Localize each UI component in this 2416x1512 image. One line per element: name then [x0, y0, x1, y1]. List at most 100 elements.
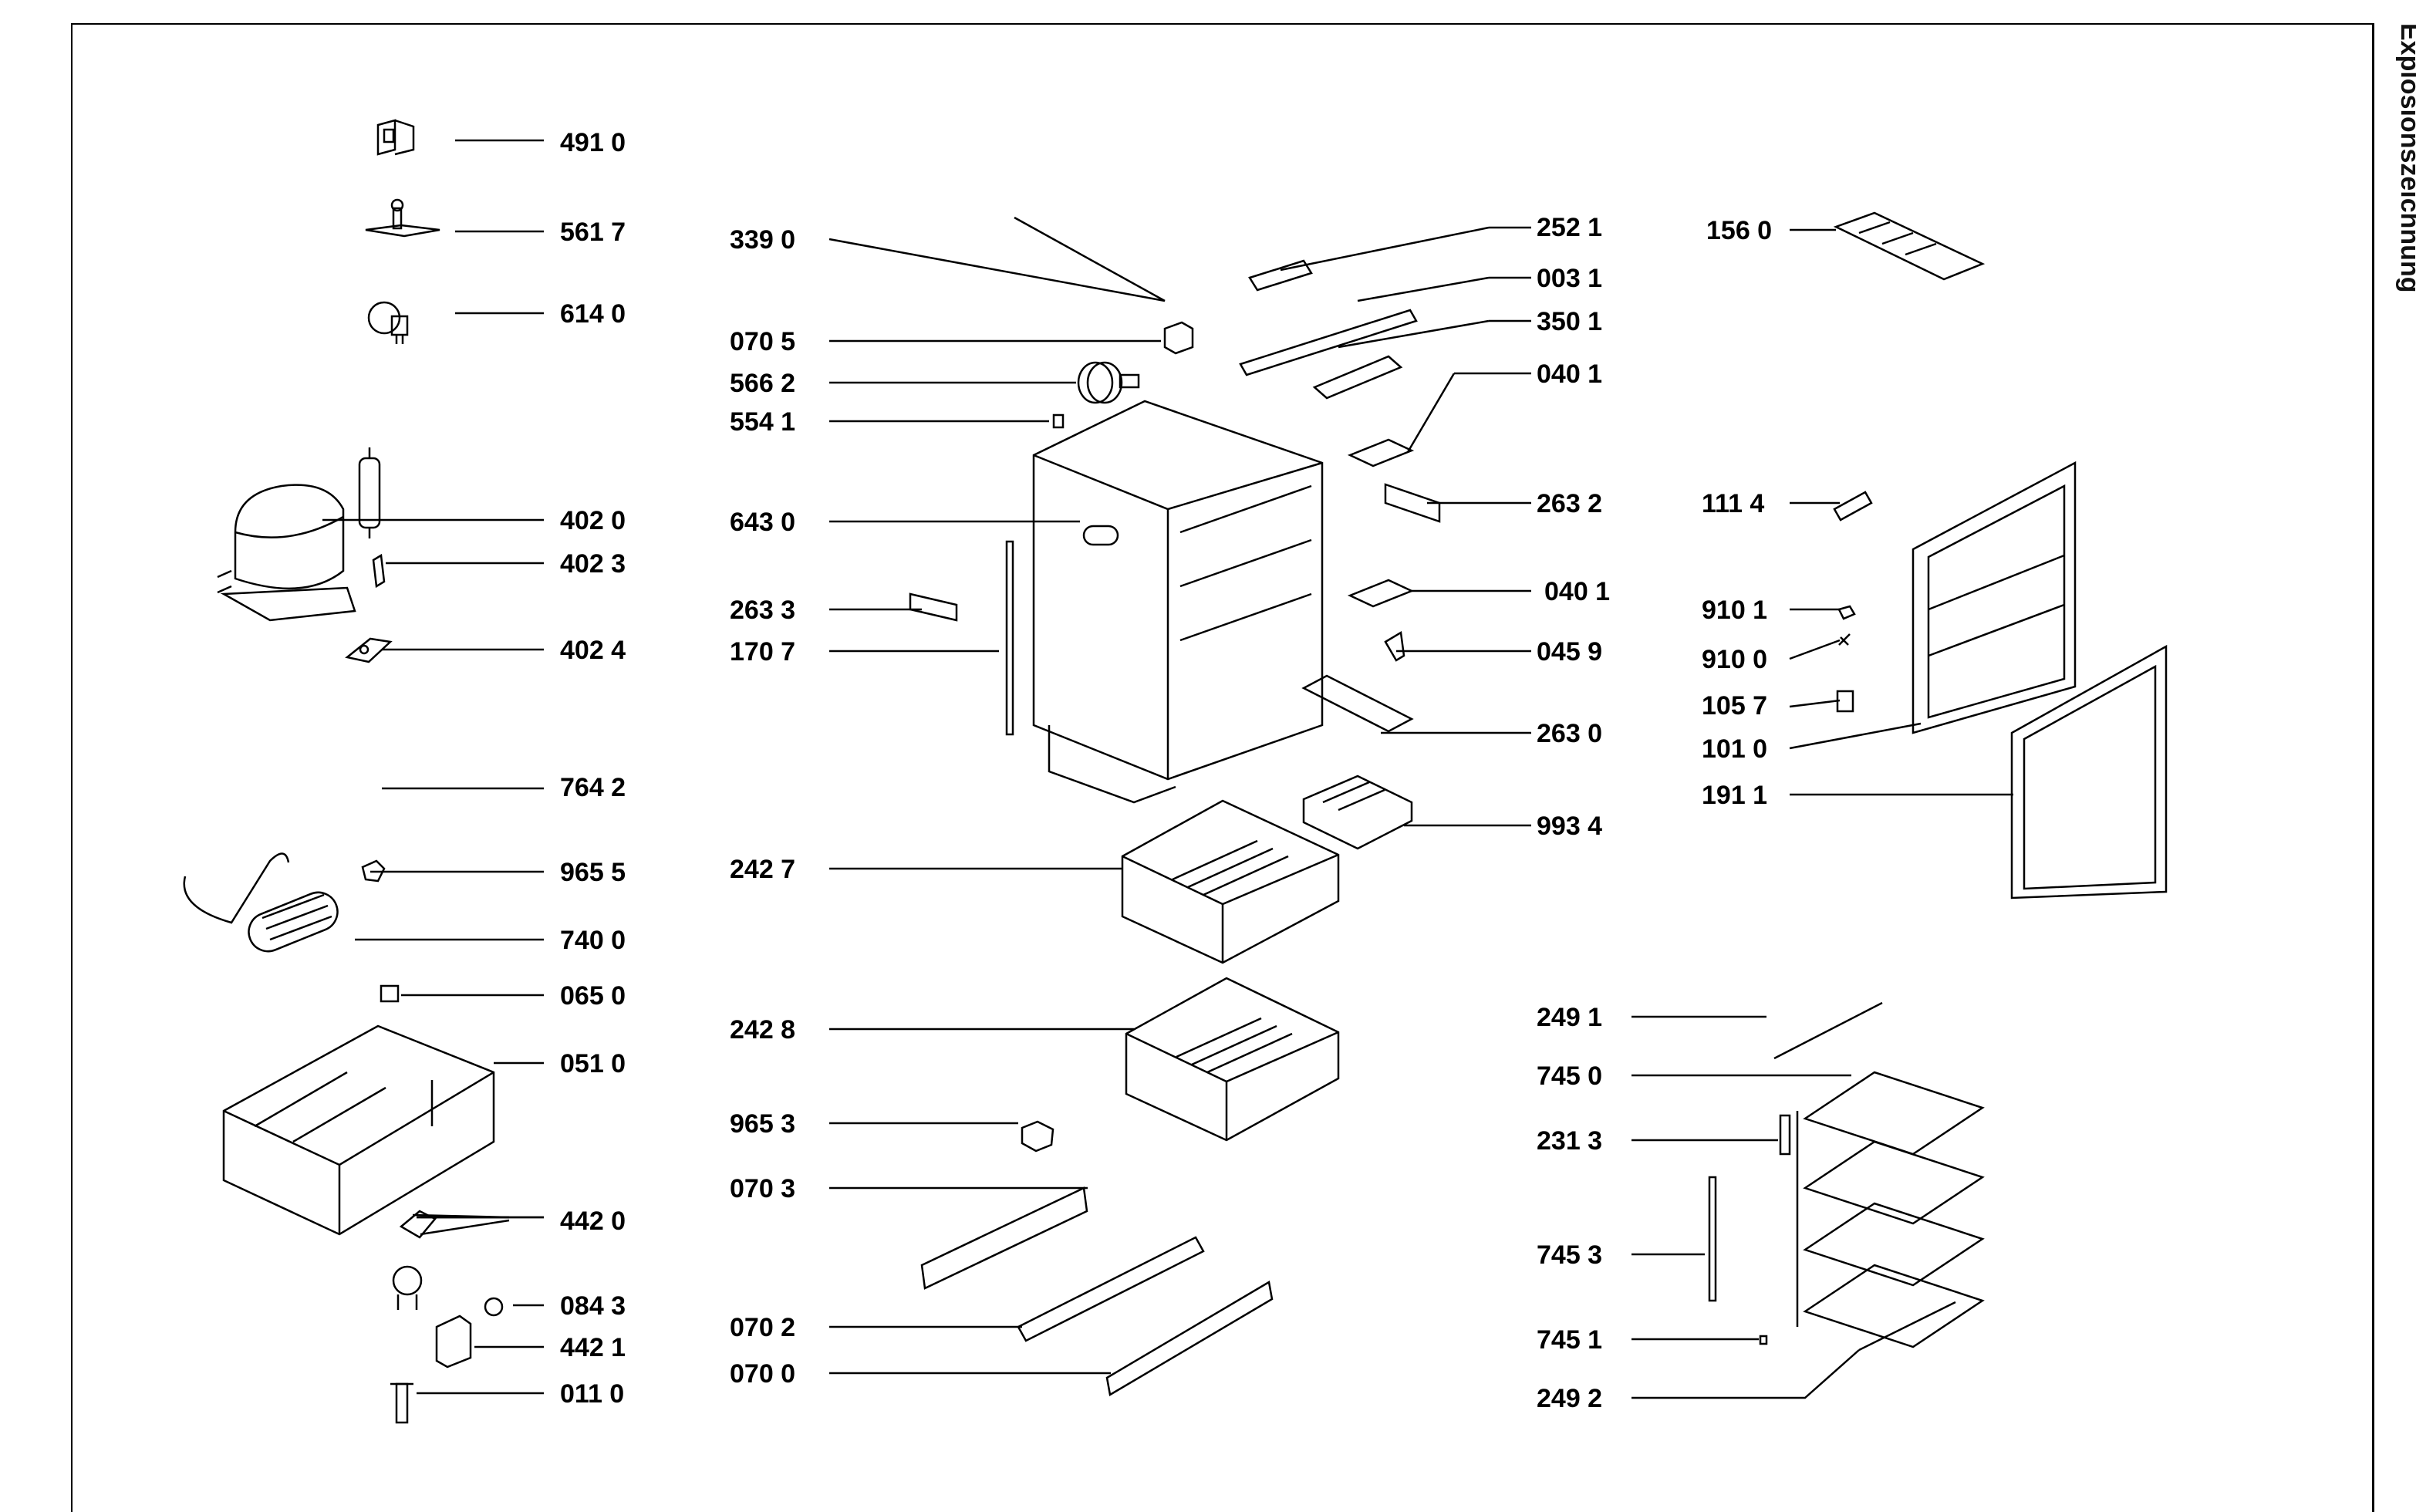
label-965-3: 965 3	[730, 1109, 796, 1139]
label-740-0: 740 0	[560, 926, 626, 955]
part-965-3	[1021, 1120, 1054, 1153]
label-231-3: 231 3	[1537, 1126, 1603, 1156]
label-242-7: 242 7	[730, 855, 796, 884]
label-040-1-upper: 040 1	[1537, 359, 1603, 389]
label-614-0: 614 0	[560, 299, 626, 329]
label-491-0: 491 0	[560, 128, 626, 157]
label-910-0: 910 0	[1702, 645, 1768, 674]
part-003-1	[1239, 309, 1418, 376]
label-249-2: 249 2	[1537, 1384, 1603, 1413]
label-263-3: 263 3	[730, 596, 796, 625]
label-442-1: 442 1	[560, 1333, 626, 1362]
part-442-0	[392, 1210, 437, 1310]
part-402-4	[345, 637, 393, 663]
part-740-0	[183, 852, 339, 953]
label-263-2: 263 2	[1537, 489, 1603, 518]
part-249-2	[1858, 1301, 1956, 1352]
part-910-0	[1838, 633, 1851, 646]
label-051-0: 051 0	[560, 1049, 626, 1078]
label-084-3: 084 3	[560, 1291, 626, 1321]
part-191-1	[2010, 644, 2168, 899]
label-566-2: 566 2	[730, 369, 796, 398]
part-249-1	[1773, 1001, 1883, 1060]
label-249-1: 249 1	[1537, 1003, 1603, 1032]
label-070-2: 070 2	[730, 1313, 796, 1342]
part-442-1	[435, 1315, 472, 1369]
part-745-1	[1759, 1335, 1768, 1345]
label-402-4: 402 4	[560, 636, 626, 665]
label-105-7: 105 7	[1702, 691, 1768, 721]
label-643-0: 643 0	[730, 508, 796, 537]
label-745-3: 745 3	[1537, 1240, 1603, 1270]
label-745-1: 745 1	[1537, 1325, 1603, 1355]
label-263-0: 263 0	[1537, 719, 1603, 748]
label-554-1: 554 1	[730, 407, 796, 437]
part-084-3	[484, 1297, 504, 1317]
label-402-3: 402 3	[560, 549, 626, 579]
part-170-7	[1005, 540, 1014, 736]
part-156-0	[1833, 211, 1986, 281]
part-614-0	[367, 301, 409, 344]
label-156-0: 156 0	[1706, 216, 1773, 245]
part-263-3	[909, 592, 958, 622]
part-252-1	[1248, 259, 1313, 292]
part-070-2	[1017, 1236, 1205, 1342]
label-252-1: 252 1	[1537, 213, 1603, 242]
part-745-0	[1796, 1071, 1985, 1348]
part-339-0	[1014, 216, 1166, 302]
label-339-0: 339 0	[730, 225, 796, 255]
part-402-3	[372, 553, 386, 589]
label-402-0: 402 0	[560, 506, 626, 535]
diagram-frame	[71, 23, 2374, 1512]
part-111-4	[1833, 491, 1873, 521]
label-764-2: 764 2	[560, 773, 626, 802]
part-402-0	[217, 484, 356, 622]
part-101-0	[1912, 461, 2077, 734]
part-561-7	[365, 198, 440, 238]
cabinet	[1032, 400, 1324, 804]
label-111-4: 111 4	[1702, 489, 1765, 518]
part-263-2	[1384, 483, 1441, 523]
part-965-5	[361, 859, 386, 883]
label-045-9: 045 9	[1537, 637, 1603, 667]
part-263-0	[1301, 674, 1414, 733]
part-070-5	[1163, 321, 1194, 355]
part-764-2	[358, 447, 381, 538]
label-993-4: 993 4	[1537, 812, 1603, 841]
label-003-1: 003 1	[1537, 264, 1603, 293]
part-242-8	[1125, 977, 1340, 1142]
part-554-1	[1052, 413, 1065, 429]
label-350-1: 350 1	[1537, 307, 1603, 336]
part-105-7	[1836, 690, 1854, 713]
label-101-0: 101 0	[1702, 734, 1768, 764]
label-910-1: 910 1	[1702, 596, 1768, 625]
part-040-1a	[1347, 438, 1415, 467]
label-070-5: 070 5	[730, 327, 796, 356]
label-745-0: 745 0	[1537, 1061, 1603, 1091]
part-491-0	[376, 119, 415, 156]
label-040-1-lower: 040 1	[1544, 577, 1611, 606]
leader-lines	[322, 139, 2013, 1399]
label-011-0: 011 0	[560, 1379, 625, 1409]
label-170-7: 170 7	[730, 637, 796, 667]
label-070-3: 070 3	[730, 1174, 796, 1203]
part-070-3	[920, 1186, 1088, 1290]
part-566-2	[1077, 361, 1140, 404]
part-051-0	[222, 1024, 495, 1236]
label-191-1: 191 1	[1702, 781, 1768, 810]
label-442-0: 442 0	[560, 1207, 626, 1236]
part-242-7	[1121, 799, 1340, 964]
part-070-0	[1105, 1281, 1274, 1396]
label-561-7: 561 7	[560, 218, 626, 247]
side-title: Explosionszeichnung	[2395, 23, 2416, 293]
label-070-0: 070 0	[730, 1359, 796, 1389]
part-993-4	[1302, 775, 1413, 850]
part-350-1	[1312, 355, 1403, 400]
label-065-0: 065 0	[560, 981, 626, 1011]
part-045-9	[1384, 630, 1405, 662]
part-040-1b	[1347, 579, 1415, 608]
part-011-0	[390, 1382, 413, 1424]
part-231-3	[1779, 1114, 1791, 1156]
part-910-1	[1837, 605, 1856, 620]
